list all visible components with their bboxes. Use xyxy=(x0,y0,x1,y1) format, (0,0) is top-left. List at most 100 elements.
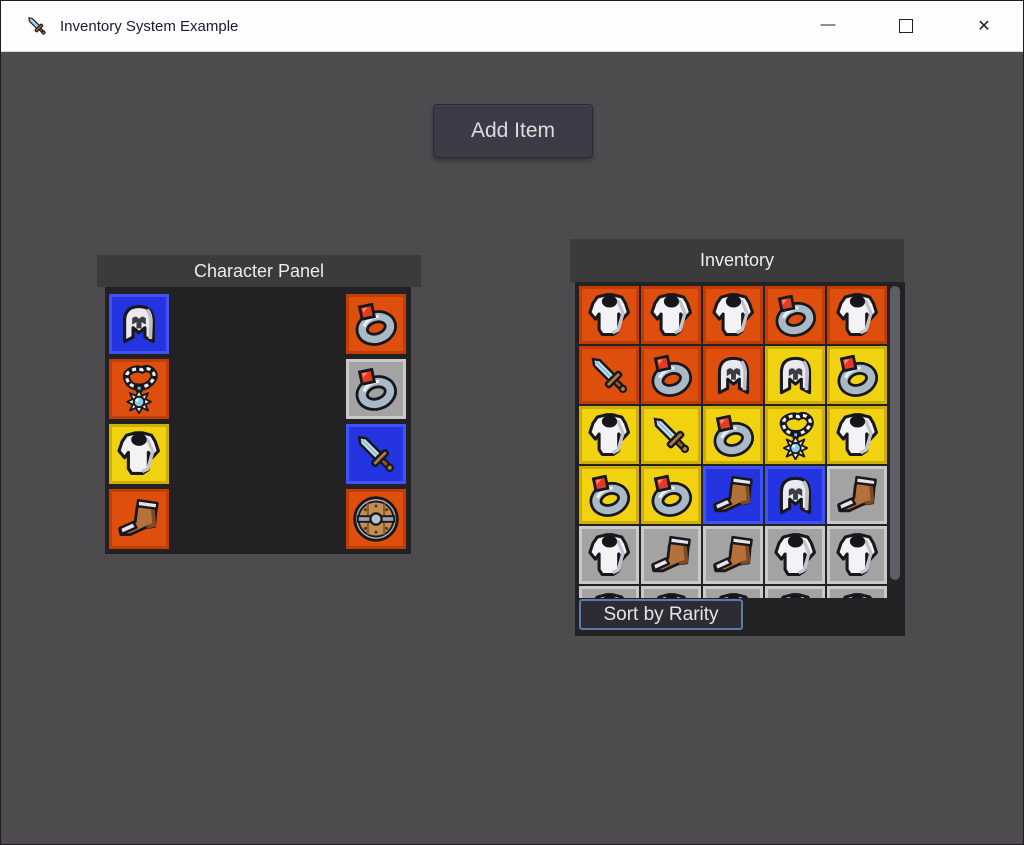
armor-slot[interactable] xyxy=(641,586,701,598)
add-item-button[interactable]: Add Item xyxy=(433,104,593,158)
sword-icon xyxy=(585,351,634,400)
ring-slot[interactable] xyxy=(765,286,825,344)
ring-icon xyxy=(771,291,820,340)
boots-icon xyxy=(709,471,758,520)
ring-icon xyxy=(709,411,758,460)
sword-slot[interactable] xyxy=(346,424,406,484)
sword-slot[interactable] xyxy=(579,346,639,404)
armor-slot[interactable] xyxy=(579,286,639,344)
armor-slot[interactable] xyxy=(703,286,763,344)
armor-slot[interactable] xyxy=(765,586,825,598)
app-sword-icon xyxy=(25,14,49,38)
amulet-slot[interactable] xyxy=(109,359,169,419)
ring-slot[interactable] xyxy=(641,466,701,524)
armor-icon xyxy=(771,591,820,599)
maximize-button[interactable] xyxy=(867,1,945,51)
scrollbar-thumb[interactable] xyxy=(890,286,900,580)
maximize-icon xyxy=(899,19,913,33)
boots-slot[interactable] xyxy=(827,466,887,524)
boots-icon xyxy=(833,471,882,520)
character-panel-title: Character Panel xyxy=(193,260,325,281)
sort-by-rarity-button[interactable]: Sort by Rarity xyxy=(579,599,743,630)
helmet-slot[interactable] xyxy=(765,346,825,404)
armor-slot[interactable] xyxy=(579,406,639,464)
inventory-header: Inventory xyxy=(570,239,904,282)
minimize-button[interactable]: — xyxy=(789,1,867,51)
amulet-icon xyxy=(771,411,820,460)
boots-slot[interactable] xyxy=(109,489,169,549)
armor-icon xyxy=(771,531,820,580)
boots-icon xyxy=(647,531,696,580)
armor-icon xyxy=(585,291,634,340)
window-controls: — ✕ xyxy=(789,1,1023,51)
inventory-panel: Sort by Rarity xyxy=(575,282,905,636)
ring-slot[interactable] xyxy=(346,294,406,354)
armor-icon xyxy=(647,291,696,340)
character-panel-header: Character Panel xyxy=(97,255,421,287)
armor-icon xyxy=(647,591,696,599)
inventory-scrollbar[interactable] xyxy=(889,286,901,598)
armor-icon xyxy=(709,291,758,340)
close-button[interactable]: ✕ xyxy=(945,1,1023,51)
armor-slot[interactable] xyxy=(827,586,887,598)
ring-icon xyxy=(647,351,696,400)
sword-icon xyxy=(351,429,401,479)
armor-slot[interactable] xyxy=(641,286,701,344)
armor-icon xyxy=(114,429,164,479)
amulet-icon xyxy=(114,364,164,414)
titlebar[interactable]: Inventory System Example — ✕ xyxy=(1,1,1023,52)
armor-icon xyxy=(833,531,882,580)
armor-slot[interactable] xyxy=(765,526,825,584)
shield-slot[interactable] xyxy=(346,489,406,549)
helmet-icon xyxy=(771,471,820,520)
ring-icon xyxy=(833,351,882,400)
boots-slot[interactable] xyxy=(703,466,763,524)
sword-icon xyxy=(647,411,696,460)
ring-slot[interactable] xyxy=(579,466,639,524)
ring-slot[interactable] xyxy=(827,346,887,404)
ring-slot[interactable] xyxy=(703,406,763,464)
armor-icon xyxy=(833,411,882,460)
minimize-icon: — xyxy=(820,15,836,33)
armor-icon xyxy=(585,591,634,599)
armor-slot[interactable] xyxy=(827,286,887,344)
character-panel xyxy=(105,287,411,554)
armor-icon xyxy=(585,531,634,580)
armor-slot[interactable] xyxy=(703,586,763,598)
helmet-slot[interactable] xyxy=(703,346,763,404)
helmet-icon xyxy=(709,351,758,400)
ring-slot[interactable] xyxy=(641,346,701,404)
ring-slot[interactable] xyxy=(346,359,406,419)
equipment-left-column xyxy=(109,294,169,549)
helmet-icon xyxy=(771,351,820,400)
helmet-slot[interactable] xyxy=(109,294,169,354)
armor-slot[interactable] xyxy=(109,424,169,484)
inventory-grid xyxy=(579,286,887,598)
boots-slot[interactable] xyxy=(641,526,701,584)
armor-slot[interactable] xyxy=(579,526,639,584)
armor-slot[interactable] xyxy=(827,526,887,584)
helmet-icon xyxy=(114,299,164,349)
inventory-grid-viewport xyxy=(579,286,887,598)
window-title: Inventory System Example xyxy=(60,17,239,35)
armor-icon xyxy=(709,591,758,599)
boots-slot[interactable] xyxy=(703,526,763,584)
ring-icon xyxy=(351,364,401,414)
ring-icon xyxy=(351,299,401,349)
boots-icon xyxy=(709,531,758,580)
helmet-slot[interactable] xyxy=(765,466,825,524)
equipment-right-column xyxy=(346,294,406,549)
boots-icon xyxy=(114,494,164,544)
armor-slot[interactable] xyxy=(827,406,887,464)
amulet-slot[interactable] xyxy=(765,406,825,464)
armor-icon xyxy=(833,591,882,599)
inventory-title: Inventory xyxy=(699,250,775,270)
armor-icon xyxy=(585,411,634,460)
ring-icon xyxy=(585,471,634,520)
ring-icon xyxy=(647,471,696,520)
armor-icon xyxy=(833,291,882,340)
armor-slot[interactable] xyxy=(579,586,639,598)
sword-slot[interactable] xyxy=(641,406,701,464)
close-icon: ✕ xyxy=(977,18,991,35)
